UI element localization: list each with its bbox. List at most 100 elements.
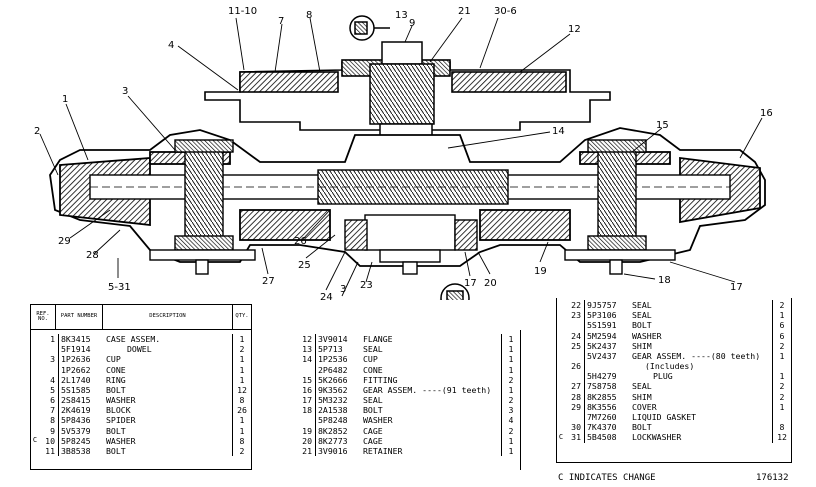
ref-number: 20 [296,435,316,447]
ref-number: 28 [565,391,585,402]
part-number: 5M2594 [587,330,617,341]
ref-number [39,344,59,355]
drawing-number: 176132 [756,473,789,483]
quantity: 1 [501,334,520,345]
quantity: 1 [501,435,520,447]
ref-number: 14 [296,354,316,365]
callout: 19 [534,266,547,277]
ref-number: 21 [296,446,316,457]
ref-number [296,364,316,375]
description: DOWEL [127,345,152,354]
ref-number [565,412,585,423]
ref-number: 31 [565,432,585,443]
description: FLANGE [363,334,393,344]
part-number: 5F1914 [61,344,91,355]
callout: 17 [464,278,477,289]
description: BOLT [106,385,126,395]
quantity: 1 [232,415,251,426]
description: GEAR ASSEM. ----(80 teeth) [632,351,761,361]
callout: 5-31 [108,282,131,293]
quantity: 1 [232,364,251,375]
detail-13 [349,15,390,41]
part-number: 1P2536 [318,354,348,365]
callout: 12 [568,24,581,35]
ref-number: 6 [39,395,59,406]
description: WASHER [106,436,136,446]
leader-lines [39,17,763,300]
ref-number: 5 [39,384,59,396]
ref-number: 10 [39,435,59,447]
ref-number: 1 [39,334,59,345]
header-desc: DESCRIPTION [149,313,186,320]
callout: 14 [552,126,565,137]
ref-number [39,364,59,375]
callout: 27 [262,276,275,287]
change-flag: C [558,433,564,442]
callout: 11-10 [228,6,257,17]
part-number: 8K2852 [318,425,348,436]
ref-number: 22 [565,300,585,311]
description: COVER [632,402,657,412]
header-part: PART NUMBER [56,305,103,329]
quantity: 8 [232,435,251,447]
callout: 9 [409,18,415,29]
part-number: 5K2666 [318,374,348,385]
description: SPIDER [106,416,136,425]
part-number: 2K4619 [61,405,91,416]
quantity: 8 [772,422,791,433]
quantity: 1 [232,425,251,436]
part-number: 5V5379 [61,425,91,436]
quantity: 2 [501,374,520,385]
part-number: 5K2437 [587,340,617,351]
part-number: 2A1538 [318,405,348,416]
callout: 24 [320,292,333,300]
ref-number: 29 [565,401,585,413]
ref-number [565,371,585,382]
part-number: 2L1740 [61,374,91,385]
part-number: 5P8436 [61,415,91,426]
quantity: 1 [501,384,520,396]
description: SHIM [632,341,652,350]
callout: 2 [34,126,40,137]
description: CUP [363,355,378,364]
description: LOCKWASHER [632,433,682,442]
callout: 28 [86,250,99,261]
quantity: 2 [232,344,251,355]
description: LIQUID GASKET [632,413,697,422]
callout: 3 [122,86,128,97]
quantity: 1 [501,364,520,375]
callout: 16 [760,108,773,119]
quantity: 1 [501,344,520,355]
callout: 21 [458,6,471,17]
ref-number: 17 [296,395,316,406]
description: SEAL [632,300,652,310]
part-number: 7K4370 [587,422,617,433]
quantity: 12 [232,384,251,396]
quantity: 1 [772,310,791,321]
callout: 23 [360,280,373,291]
